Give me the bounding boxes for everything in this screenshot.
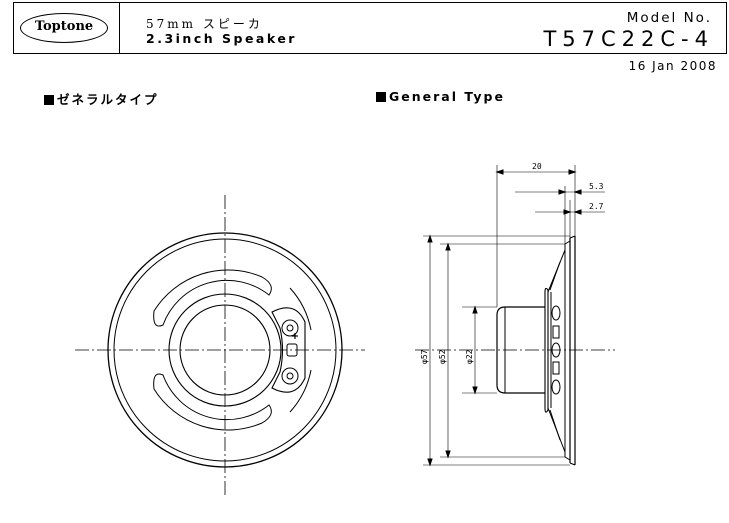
terminal-negative-hole <box>286 372 294 380</box>
frame-cutout-top-left <box>153 269 272 327</box>
cone-inner-ring <box>168 293 282 407</box>
frame-cutout-bottom-left <box>153 373 272 431</box>
section-front-label: ゼネラルタイプ <box>57 92 159 107</box>
dust-cap <box>179 304 271 396</box>
dim-depth-1: 5.3 <box>589 182 604 191</box>
dim-diameter-inner: φ52 <box>438 349 447 364</box>
drawing-date: 16 Jan 2008 <box>628 59 717 73</box>
section-heading-side: General Type <box>376 89 505 104</box>
product-title-en: 2.3inch Speaker <box>146 31 297 46</box>
side-view <box>415 165 615 467</box>
magnet-body <box>496 306 545 394</box>
terminal-rivet <box>286 343 298 357</box>
logo-cell: Toptone <box>14 3 120 53</box>
terminal-negative <box>281 367 299 385</box>
title-block: Toptone 57mm スピーカ 2.3inch Speaker Model … <box>13 2 727 54</box>
dim-diameter-outer: φ57 <box>420 349 429 364</box>
outer-rim <box>107 232 343 468</box>
dim-diameter-magnet: φ22 <box>465 349 474 364</box>
product-title-jp: 57mm スピーカ <box>146 17 263 31</box>
inner-rim <box>113 238 337 462</box>
bullet-square-icon <box>44 95 54 105</box>
dim-depth-total: 20 <box>532 162 542 171</box>
section-side-label: General Type <box>389 89 505 104</box>
model-number-label: Model No. <box>626 10 712 26</box>
terminal-plate <box>271 307 306 393</box>
logo-text: Toptone <box>34 19 94 34</box>
front-view <box>75 195 365 498</box>
bullet-square-icon <box>376 92 386 102</box>
frame-spoke-right-upper <box>289 287 312 331</box>
model-number-value: T57C22C-4 <box>543 27 714 51</box>
dim-depth-2: 2.7 <box>589 202 604 211</box>
section-heading-front: ゼネラルタイプ <box>44 89 159 108</box>
frame-spoke-right-lower <box>289 369 312 413</box>
terminal-positive-hole <box>286 324 294 332</box>
terminal-positive <box>281 319 299 337</box>
brand-logo: Toptone <box>20 13 108 43</box>
